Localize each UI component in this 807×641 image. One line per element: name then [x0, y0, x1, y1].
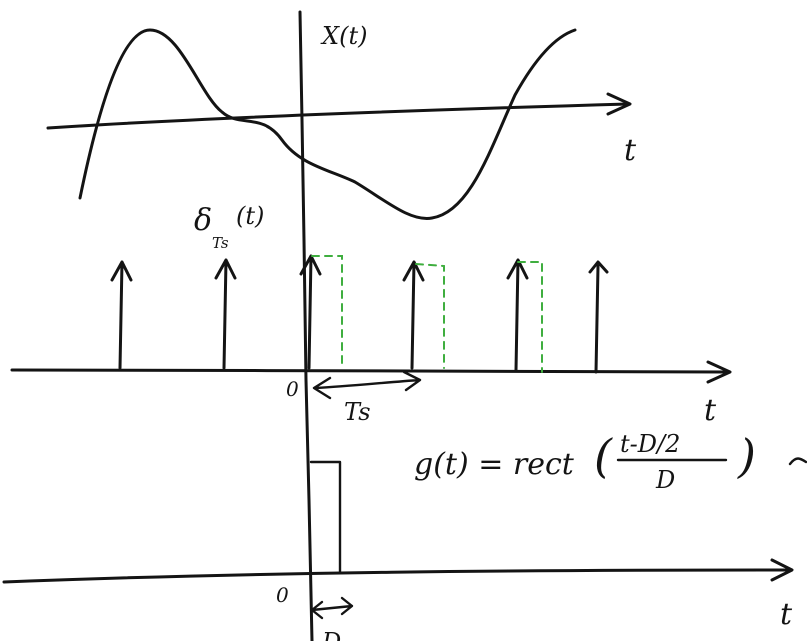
signal-label: X(t)	[320, 22, 367, 50]
rect-pulse	[309, 460, 342, 574]
impulse-train-subscript: Ts	[212, 234, 229, 252]
impulse-arrow	[588, 260, 609, 374]
hold-pulse	[311, 255, 343, 369]
signal-axis-label: t	[624, 133, 637, 168]
pulse-definition-numerator: t-D/2	[620, 430, 680, 458]
signal-time-axis	[46, 102, 630, 130]
impulse-time-axis	[10, 368, 730, 374]
vertical-axis	[298, 10, 314, 641]
spacing-label: Ts	[344, 398, 371, 426]
impulse-origin-label: 0	[286, 377, 299, 401]
signal-panel: t X(t)	[46, 10, 637, 641]
pulse-definition-denominator: D	[655, 466, 675, 494]
impulse-train-symbol: δ	[194, 203, 212, 238]
pulse-definition-close-paren: )	[737, 429, 756, 483]
impulse-axis-label: t	[704, 393, 717, 428]
pulse-axis-label: t	[780, 597, 793, 632]
pulse-time-axis-arrowhead	[770, 558, 794, 582]
pulse-origin-label: 0	[276, 583, 289, 607]
impulse-arrows	[110, 254, 609, 374]
signal-time-axis-arrowhead	[606, 92, 632, 116]
width-label: D	[321, 628, 341, 641]
impulse-time-axis-arrowhead	[706, 360, 732, 384]
impulse-arrow	[214, 258, 237, 370]
hold-pulse	[415, 263, 445, 369]
pulse-definition-lhs: g(t) = rect	[414, 447, 575, 482]
impulse-arrow	[110, 260, 133, 370]
pulse-panel: g(t) = rect ( t-D/2 D ) t 0 D	[2, 429, 807, 641]
pulse-time-axis	[2, 568, 792, 584]
impulse-train-panel: t δ Ts (t) 0 Ts	[10, 202, 732, 428]
signal-curve	[78, 28, 577, 220]
impulse-arrow	[402, 260, 425, 370]
impulse-arrow	[506, 258, 529, 372]
sample-hold-pulses	[311, 255, 543, 373]
spacing-double-arrow	[312, 370, 422, 400]
hold-pulse	[517, 261, 543, 373]
pulse-definition-open-paren: (	[594, 429, 613, 483]
width-double-arrow	[310, 596, 354, 620]
pulse-definition-tilde	[788, 457, 807, 466]
impulse-train-argument: (t)	[236, 202, 264, 230]
